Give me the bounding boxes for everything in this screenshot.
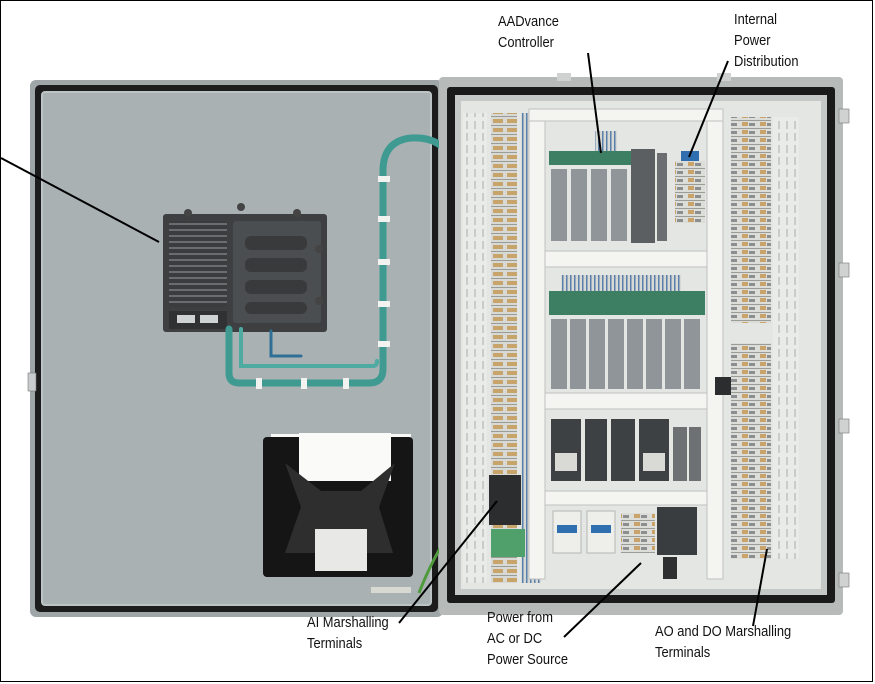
leader-internal-power-distribution xyxy=(688,60,729,158)
leader-aadvance-controller xyxy=(587,52,602,154)
callout-line: Power xyxy=(734,32,771,49)
cable-ties xyxy=(256,176,390,389)
callout-aadvance-controller: AADvance Controller xyxy=(498,11,559,53)
document-holder xyxy=(263,433,413,577)
leader-ao-do-marshalling xyxy=(752,548,768,627)
callout-ai-marshalling-terminals: AI Marshalling Terminals xyxy=(307,612,389,654)
callout-ao-do-marshalling-terminals: AO and DO Marshalling Terminals xyxy=(655,621,791,663)
callout-line: Internal xyxy=(734,11,778,28)
callout-line: Power from xyxy=(487,609,553,626)
callout-line: Distribution xyxy=(734,53,799,70)
callout-line: Terminals xyxy=(655,644,711,661)
callout-line: Power Source xyxy=(487,651,569,668)
callout-line: Terminals xyxy=(307,635,363,652)
aadvance-controller xyxy=(549,131,667,243)
internal-power-distribution xyxy=(675,151,705,223)
callout-line: AI Marshalling xyxy=(307,614,389,631)
industrial-computer xyxy=(163,203,327,332)
mounting-frame xyxy=(528,108,724,580)
callout-internal-power-distribution: Internal Power Distribution xyxy=(734,9,799,72)
leader-hmi xyxy=(1,157,160,243)
power-supplies xyxy=(551,419,701,481)
callout-line: AO and DO Marshalling xyxy=(655,623,792,640)
callout-line: AC or DC xyxy=(487,630,543,647)
network-cable xyxy=(225,134,463,387)
io-modules xyxy=(549,275,705,389)
callout-power-source: Power from AC or DC Power Source xyxy=(487,607,568,670)
circuit-breakers xyxy=(552,507,697,579)
leader-ai-marshalling xyxy=(398,500,498,624)
leader-power-source xyxy=(563,562,642,638)
leader-lines xyxy=(1,52,768,638)
callout-line: AADvance xyxy=(498,13,559,30)
callout-line: Controller xyxy=(498,34,554,51)
ao-do-terminal-column xyxy=(715,117,799,559)
